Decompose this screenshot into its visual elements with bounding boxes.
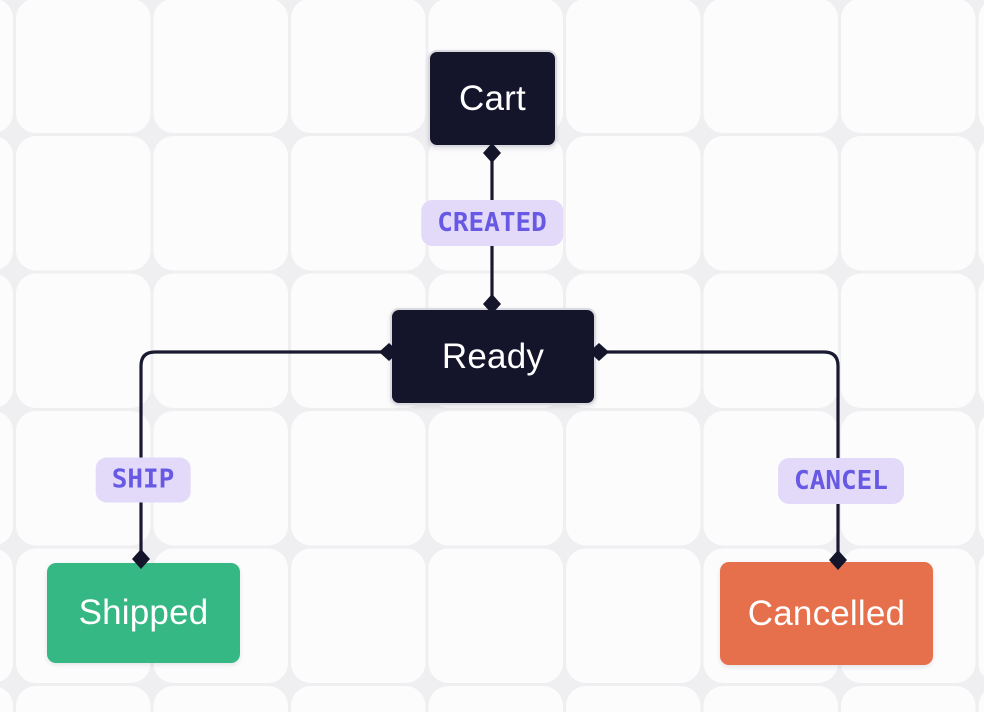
node-cancelled[interactable]: Cancelled [720,562,933,665]
node-ready-label: Ready [441,336,545,376]
node-cancelled-label: Cancelled [747,593,906,633]
node-cart[interactable]: Cart [428,50,557,147]
node-ready[interactable]: Ready [390,308,596,405]
edge-label-created[interactable]: CREATED [421,200,563,246]
edge-label-cancel[interactable]: CANCEL [778,458,904,504]
node-cart-label: Cart [459,78,526,118]
node-shipped[interactable]: Shipped [47,563,240,663]
edge-label-ship[interactable]: SHIP [95,457,191,503]
node-shipped-label: Shipped [78,593,209,632]
